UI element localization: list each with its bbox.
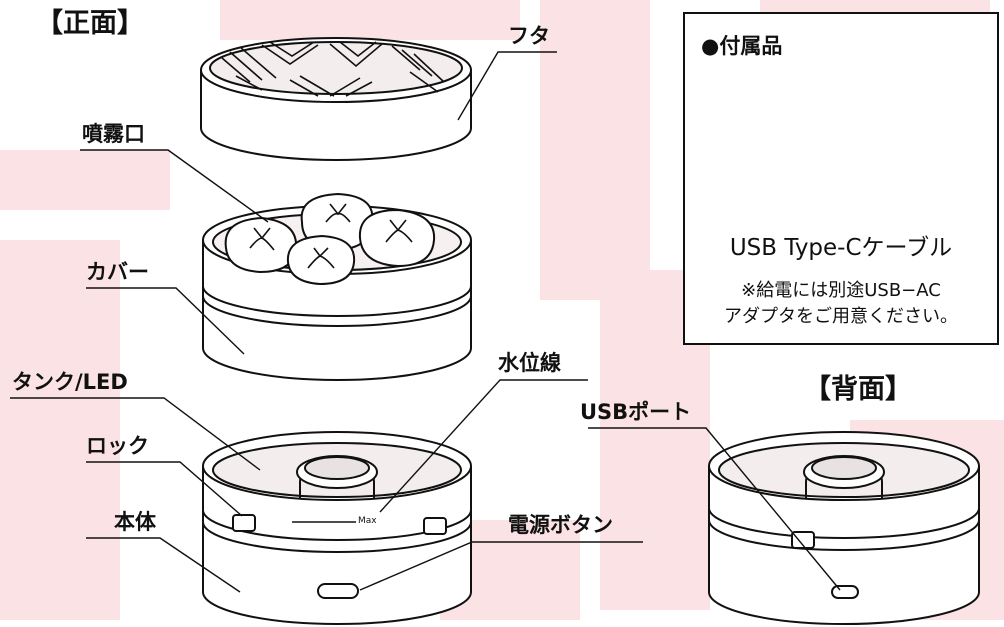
power-button-label: 電源ボタン (508, 513, 613, 537)
back-unit-drawing (708, 431, 980, 625)
cable-name: USB Type-Cケーブル (729, 235, 953, 261)
usb-port-label: USBポート (580, 400, 692, 424)
max-mark-label: Max (358, 516, 377, 526)
lid-label: フタ (508, 24, 550, 48)
nozzle-label: 噴霧口 (82, 122, 145, 146)
front-unit-drawing (202, 431, 472, 625)
body-label: 本体 (114, 510, 156, 534)
accessories-box: ●付属品 USB Type-Cケーブル ※給電には別途USB−AC アダプタをご… (683, 12, 999, 345)
tank-led-label: タンク/LED (12, 370, 128, 394)
buns (224, 192, 436, 286)
cover-label: カバー (86, 260, 149, 284)
accessories-title: ●付属品 (701, 34, 783, 58)
leader-lines (10, 51, 841, 593)
lock-label: ロック (86, 434, 149, 458)
back-view-title: 【背面】 (804, 374, 912, 405)
power-note-line1: ※給電には別途USB−AC (741, 280, 941, 301)
lid-drawing (200, 37, 472, 161)
front-view-title: 【正面】 (36, 8, 144, 39)
water-line-label: 水位線 (498, 351, 561, 375)
power-note-line2: アダプタをご用意ください。 (724, 306, 958, 327)
